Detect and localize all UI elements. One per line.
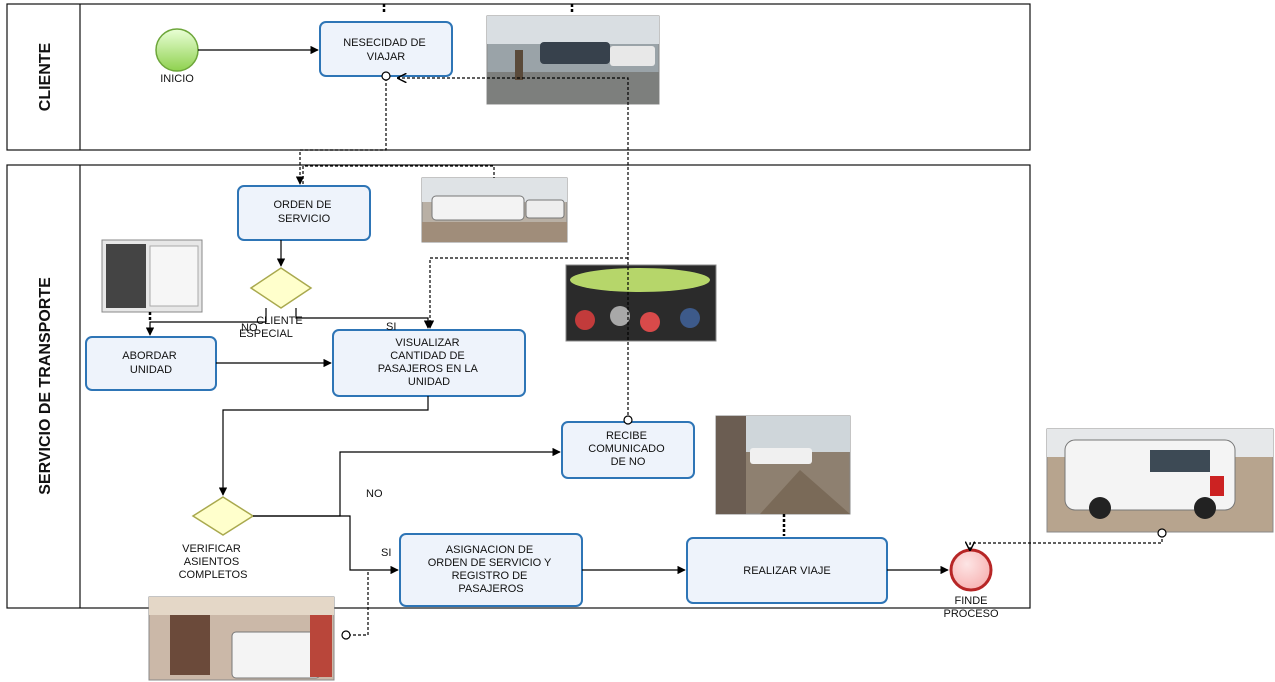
task-recibe-line3: DE NO <box>611 456 646 468</box>
task-recibe-line1: RECIBE <box>606 430 647 442</box>
gateway-verificar-line2: ASIENTOS <box>184 556 239 568</box>
task-asignacion-line4: PASAJEROS <box>458 583 523 595</box>
svg-text:REALIZAR VIAJE: REALIZAR VIAJE <box>743 565 830 577</box>
task-asignacion-line1: ASIGNACION DE <box>446 544 533 556</box>
task-abordar-line2: UNIDAD <box>130 364 172 376</box>
svg-text:VISUALIZAR CANTIDAD DE: VISUALIZAR CANTIDAD DE PASAJEROS EN LA U… <box>378 337 481 388</box>
task-orden-servicio: ORDEN DE SERVICIO <box>237 185 371 241</box>
task-visualizar-line3: PASAJEROS EN LA <box>378 363 479 375</box>
task-visualizar-pasajeros: VISUALIZAR CANTIDAD DE PASAJEROS EN LA U… <box>332 329 526 397</box>
start-event-label: INICIO <box>160 73 194 85</box>
lane-title-cliente: CLIENTE <box>37 42 54 111</box>
sequence-flows <box>145 45 949 575</box>
svg-text:ABORDAR UNIDAD: ABORDAR UNIDAD <box>122 350 179 376</box>
photo-van-interior-door <box>101 239 203 313</box>
task-abordar-line1: ABORDAR <box>122 350 176 362</box>
svg-text:ORDEN DE SERVICIO: ORDEN DE SERVICIO <box>273 199 334 225</box>
task-necesidad-line1: NESECIDAD DE <box>343 37 426 49</box>
task-visualizar-line1: VISUALIZAR <box>395 337 459 349</box>
task-orden-line2: SERVICIO <box>278 213 331 225</box>
gateway-cliente-line1: CLIENTE <box>256 315 302 327</box>
photo-van-exterior <box>1046 428 1274 533</box>
photo-vans-lot <box>421 177 568 243</box>
task-orden-line1: ORDEN DE <box>273 199 331 211</box>
task-visualizar-line2: CANTIDAD DE <box>390 350 465 362</box>
task-recibe-line2: COMUNICADO <box>588 443 665 455</box>
gateway-cliente-especial: CLIENTE ESPECIAL <box>239 267 313 340</box>
task-visualizar-line4: UNIDAD <box>408 376 450 388</box>
task-asignacion-line3: REGISTRO DE <box>452 570 528 582</box>
task-asignacion-orden: ASIGNACION DE ORDEN DE SERVICIO Y REGIST… <box>399 533 583 607</box>
gateway-verificar-line1: VERIFICAR <box>182 543 241 555</box>
svg-text:VERIFICAR ASIENTOS: VERIFICAR ASIENTOS COMPLETOS <box>179 543 248 581</box>
end-event: FINDE PROCESO <box>943 548 999 620</box>
task-recibe-comunicado: RECIBE COMUNICADO DE NO <box>561 421 695 479</box>
gateway-verificar-line3: COMPLETOS <box>179 569 248 581</box>
task-abordar-unidad: ABORDAR UNIDAD <box>85 336 217 391</box>
svg-text:NESECIDAD DE VIAJAR: NESECIDAD DE VIAJAR <box>343 37 429 63</box>
branch-label-si-1: SI <box>386 321 396 333</box>
photo-agency-storefront <box>148 596 335 681</box>
branch-label-si-2: SI <box>381 547 391 559</box>
lane-title-servicio: SERVICIO DE TRANSPORTE <box>37 277 54 495</box>
photo-muddy-street <box>715 415 851 515</box>
svg-text:RECIBE COMUNICADO: RECIBE COMUNICADO DE NO <box>588 430 667 468</box>
end-event-label-1: FINDE <box>955 595 988 607</box>
task-necesidad-viajar: NESECIDAD DE VIAJAR <box>319 21 453 77</box>
message-flows <box>148 4 1167 640</box>
task-asignacion-line2: ORDEN DE SERVICIO Y <box>428 557 552 569</box>
gateway-verificar-asientos: VERIFICAR ASIENTOS COMPLETOS <box>179 496 255 581</box>
branch-label-no-1: NO <box>241 322 258 334</box>
photo-cliente-street <box>486 15 660 105</box>
svg-text:CLIENTE ESPECIAL: CLIENTE ESPECIAL <box>239 315 306 340</box>
svg-text:ASIGNACION DE ORDEN DE S: ASIGNACION DE ORDEN DE SERVICIO Y REGIST… <box>428 544 555 595</box>
gateway-cliente-line2: ESPECIAL <box>239 328 293 340</box>
photo-passengers-inside <box>565 264 717 342</box>
task-necesidad-line2: VIAJAR <box>367 51 406 63</box>
task-realizar-viaje: REALIZAR VIAJE <box>686 537 888 604</box>
end-event-label-2: PROCESO <box>943 608 998 620</box>
task-realizar-line1: REALIZAR VIAJE <box>743 565 830 577</box>
start-event: INICIO <box>155 28 199 85</box>
branch-label-no-2: NO <box>366 488 383 500</box>
